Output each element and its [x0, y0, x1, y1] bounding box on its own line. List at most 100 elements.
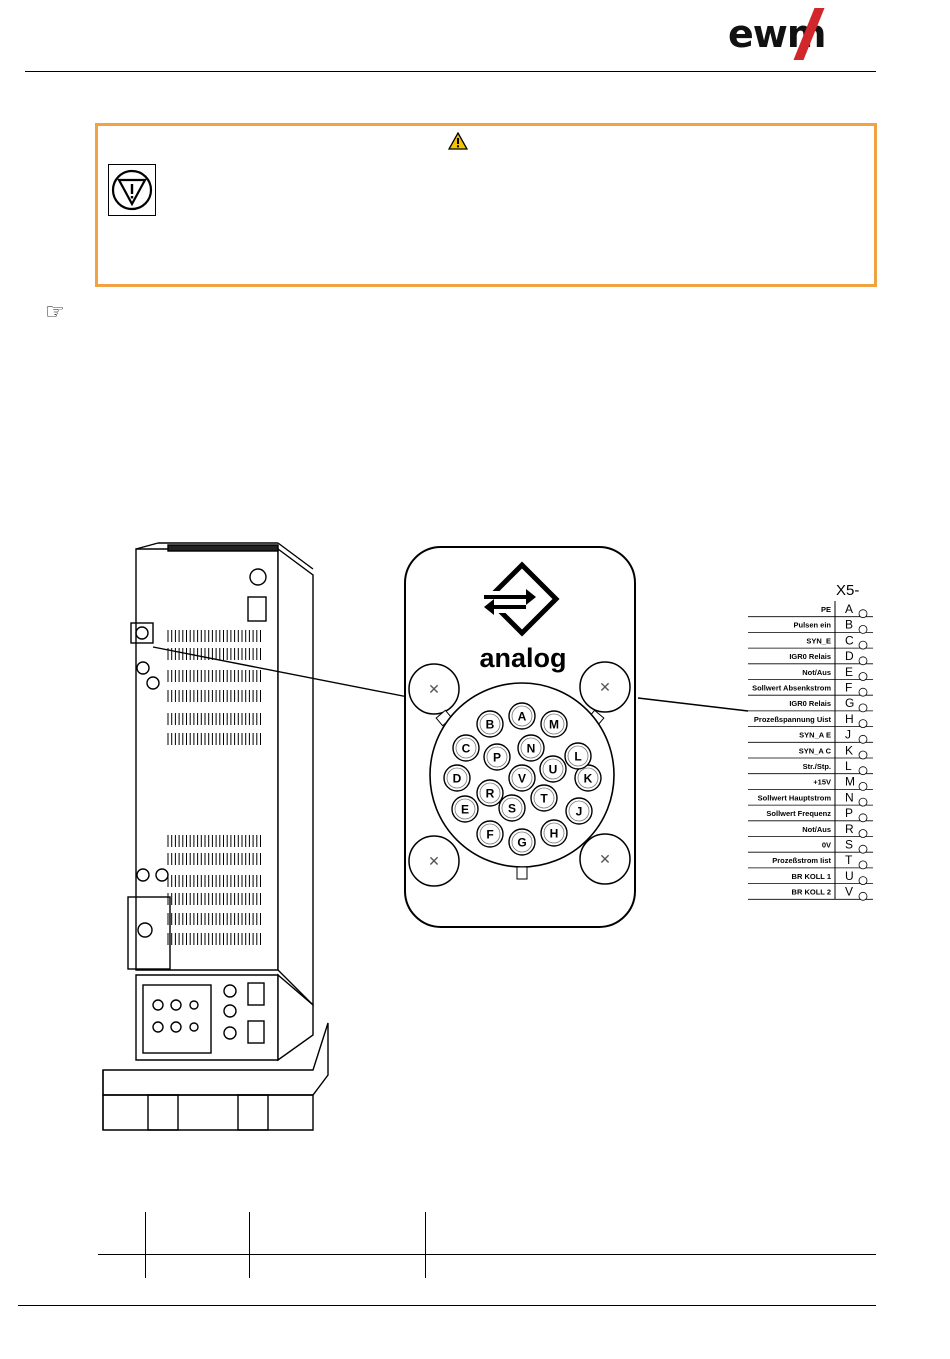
pin-letter: M	[845, 775, 855, 789]
socket-pin: L	[564, 742, 592, 770]
socket-pin: P	[483, 743, 511, 771]
socket-pin-label: F	[486, 828, 493, 842]
pin-signal-label: SYN_A C	[799, 746, 832, 755]
table-divider	[425, 1212, 426, 1278]
pin-letter: N	[845, 790, 854, 804]
pin-row: Prozeßspannung Uist H	[748, 712, 873, 729]
pin-row: Sollwert Absenkstrom F	[748, 681, 873, 697]
warning-triangle-icon	[448, 132, 468, 150]
footer-rule	[18, 1305, 876, 1306]
pin-row: SYN_A C K	[748, 743, 873, 760]
pin-letter: E	[845, 665, 853, 679]
vent-slot-row	[167, 690, 261, 702]
pin-row: Pulsen ein B	[748, 618, 873, 634]
vent-slot-row	[167, 630, 261, 642]
pin-letter: R	[845, 822, 854, 836]
pin-letter: A	[845, 602, 853, 616]
socket-pin-label: C	[462, 742, 471, 756]
pin-signal-label: BR KOLL 1	[792, 872, 831, 881]
socket-pin: V	[508, 764, 536, 792]
socket-pin-label: K	[584, 772, 593, 786]
socket-pin-label: N	[527, 742, 536, 756]
socket-pin-label: S	[508, 802, 516, 816]
pin-signal-label: Str./Stp.	[803, 762, 831, 771]
socket-pin: G	[508, 828, 536, 856]
pin-signal-label: Prozeßstrom Iist	[772, 856, 831, 865]
pin-letter: K	[845, 743, 853, 757]
pin-letter: T	[845, 853, 853, 867]
vent-slot-row	[167, 933, 261, 945]
vent-slot-row	[167, 875, 261, 887]
analog-label: analog	[479, 643, 566, 673]
pin-letter: F	[845, 681, 852, 695]
pin-letter: S	[845, 838, 853, 852]
pin-signal-label: Not/Aus	[802, 825, 831, 834]
pin-letter: H	[845, 712, 854, 726]
table-rule	[98, 1254, 876, 1255]
table-divider	[249, 1212, 250, 1278]
socket-pin: R	[476, 779, 504, 807]
vent-slot-row	[167, 835, 261, 847]
pin-row: Not/Aus R	[748, 822, 873, 838]
socket-pin-label: V	[518, 772, 526, 786]
socket-pin: N	[517, 734, 545, 762]
socket-pin-label: M	[549, 718, 559, 732]
socket-pin-label: J	[576, 805, 583, 819]
socket-pin: E	[451, 795, 479, 823]
socket-pin-label: T	[540, 792, 548, 806]
socket-pin: B	[476, 710, 504, 738]
pin-signal-label: SYN_A E	[799, 731, 831, 740]
ewm-logo: ewm	[728, 6, 868, 64]
pin-row: 0V S	[748, 838, 873, 854]
socket-pin-label: P	[493, 751, 501, 765]
pin-signal-label: Prozeßspannung Uist	[754, 715, 832, 724]
pin-letter: U	[845, 869, 854, 883]
pin-letter: C	[845, 633, 854, 647]
pin-signal-label: Not/Aus	[802, 668, 831, 677]
socket-pin: F	[476, 820, 504, 848]
pin-row: PE A	[748, 602, 873, 619]
pointing-hand-icon: ☞	[45, 300, 65, 325]
socket-pin: A	[508, 702, 536, 730]
socket-pin: D	[443, 764, 471, 792]
pin-signal-label: BR KOLL 2	[792, 888, 831, 897]
machine-cabinet	[102, 542, 329, 1131]
pin-letter: G	[845, 696, 854, 710]
pin-letter: L	[845, 759, 852, 773]
socket-pin: S	[498, 794, 526, 822]
socket-pin: M	[540, 710, 568, 738]
vent-slot-row	[167, 893, 261, 905]
header-rule	[25, 71, 876, 72]
pin-signal-label: Pulsen ein	[793, 621, 831, 630]
pin-signal-label: 0V	[822, 841, 831, 850]
pin-letter: B	[845, 618, 853, 632]
pin-row: BR KOLL 1 U	[748, 869, 873, 886]
table-divider	[145, 1212, 146, 1278]
vent-slot-row	[167, 733, 261, 745]
socket-pin: H	[540, 819, 568, 847]
socket-pin: C	[452, 734, 480, 762]
connector-title: X5-	[836, 582, 859, 599]
socket-pin-label: R	[486, 787, 495, 801]
screw-icon: ✕	[599, 680, 611, 696]
screw-icon: ✕	[599, 852, 611, 868]
pin-row: Not/Aus E	[748, 665, 873, 681]
analog-interface-icon	[482, 561, 560, 637]
vent-grilles	[167, 630, 261, 945]
socket-pin-label: E	[461, 803, 469, 817]
socket-pin-label: U	[549, 763, 558, 777]
pin-signal-label: Sollwert Absenkstrom	[752, 684, 831, 693]
pin-signal-label: PE	[821, 605, 831, 614]
pin-letter: P	[845, 806, 853, 820]
socket-pin-label: G	[517, 836, 526, 850]
socket-pin-label: H	[550, 827, 559, 841]
